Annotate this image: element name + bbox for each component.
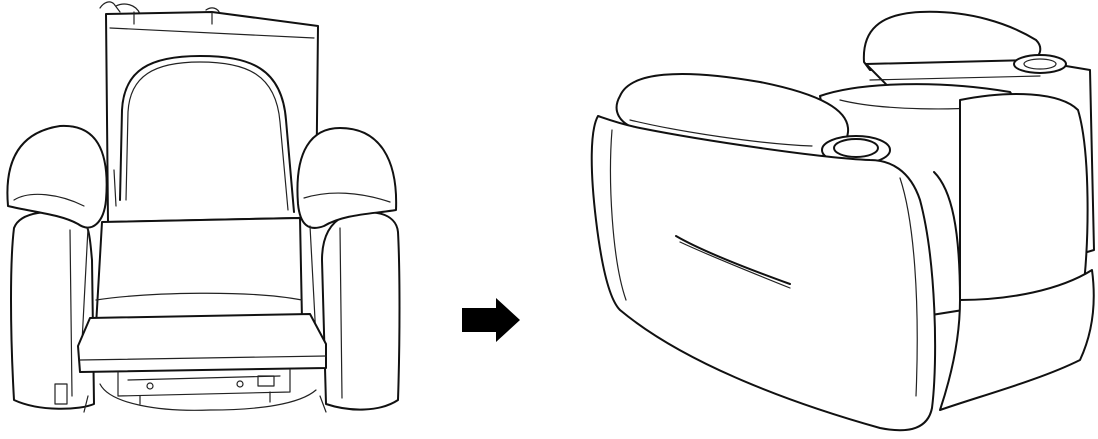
before-illustration: [7, 2, 399, 412]
seat-base: [78, 218, 326, 372]
recliner-mechanism: [84, 370, 326, 412]
front-arm-body: [592, 116, 935, 430]
after-illustration: [592, 12, 1094, 430]
arrow-right-icon: [462, 298, 520, 342]
backrest-cover: [106, 12, 318, 222]
cupholder-rear-icon: [1014, 55, 1066, 73]
